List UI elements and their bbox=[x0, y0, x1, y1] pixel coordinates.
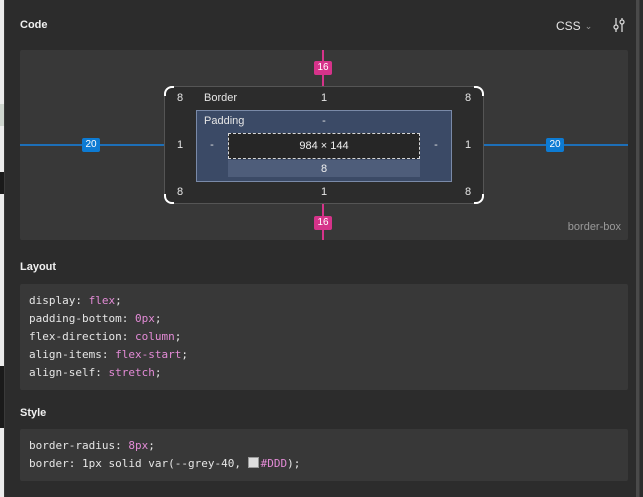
code-value: flex-start bbox=[115, 348, 182, 361]
chevron-down-icon: ⌄ bbox=[584, 20, 593, 31]
content-size: 984 × 144 bbox=[228, 133, 420, 159]
margin-top-value[interactable]: 16 bbox=[314, 61, 332, 75]
code-panel: Code CSS ⌄ 16 16 20 20 8 8 8 8 Border bbox=[4, 0, 640, 497]
style-section-title: Style bbox=[20, 407, 47, 419]
code-line: padding-bottom: 0px; bbox=[29, 312, 162, 325]
code-line: display: flex; bbox=[29, 294, 122, 307]
box-sizing-label: border-box bbox=[567, 221, 621, 233]
background-fragment bbox=[0, 104, 4, 126]
radius-top-right-value[interactable]: 8 bbox=[464, 92, 472, 104]
code-value: flex bbox=[88, 294, 116, 307]
padding-left-value[interactable]: - bbox=[210, 139, 214, 151]
code-prop: flex-direction bbox=[29, 330, 122, 343]
code-prop: display bbox=[29, 294, 76, 307]
code-prop: border-radius bbox=[29, 439, 116, 452]
code-line: border: 1px solid var(--grey-40, #DDD); bbox=[29, 457, 301, 470]
code-line: align-self: stretch; bbox=[29, 366, 162, 379]
padding-right-value[interactable]: - bbox=[434, 139, 438, 151]
code-prop: padding-bottom bbox=[29, 312, 122, 325]
radius-bottom-left-value[interactable]: 8 bbox=[176, 186, 184, 198]
code-value: stretch bbox=[108, 366, 155, 379]
sliders-icon[interactable] bbox=[610, 16, 628, 34]
radius-corner-tr bbox=[474, 86, 484, 96]
code-prop: align-items bbox=[29, 348, 102, 361]
layout-section-title: Layout bbox=[20, 261, 57, 273]
padding-top-value[interactable]: - bbox=[322, 115, 326, 127]
layout-code-block[interactable]: display: flex; padding-bottom: 0px; flex… bbox=[20, 284, 628, 390]
code-color-value: #DDD bbox=[260, 457, 288, 470]
code-line: flex-direction: column; bbox=[29, 330, 182, 343]
style-code-block[interactable]: border-radius: 8px; border: 1px solid va… bbox=[20, 429, 628, 481]
panel-scrollbar[interactable] bbox=[636, 0, 639, 497]
border-right-value[interactable]: 1 bbox=[464, 139, 472, 151]
border-left-value[interactable]: 1 bbox=[176, 139, 184, 151]
radius-corner-bl bbox=[164, 194, 174, 204]
code-line: border-radius: 8px; bbox=[29, 439, 155, 452]
code-value: 0px bbox=[134, 312, 155, 325]
radius-corner-br bbox=[474, 194, 484, 204]
border-bottom-value[interactable]: 1 bbox=[320, 186, 328, 198]
padding-bottom-value[interactable]: 8 bbox=[228, 160, 420, 177]
background-fragment bbox=[0, 366, 4, 428]
code-value-suffix: ); bbox=[287, 457, 301, 470]
radius-bottom-right-value[interactable]: 8 bbox=[464, 186, 472, 198]
radius-top-left-value[interactable]: 8 bbox=[176, 92, 184, 104]
code-line: align-items: flex-start; bbox=[29, 348, 188, 361]
code-value: 1px solid var(--grey-40, bbox=[82, 457, 248, 470]
code-value: column bbox=[134, 330, 175, 343]
code-prop: border bbox=[29, 457, 69, 470]
background-fragment bbox=[0, 172, 4, 194]
language-select[interactable]: CSS ⌄ bbox=[556, 19, 592, 33]
color-swatch bbox=[247, 457, 259, 468]
padding-label: Padding bbox=[204, 115, 245, 127]
code-prop: align-self bbox=[29, 366, 96, 379]
code-value: 8px bbox=[128, 439, 149, 452]
panel-header: Code CSS ⌄ bbox=[5, 0, 639, 50]
margin-right-value[interactable]: 20 bbox=[546, 138, 564, 152]
border-top-value[interactable]: 1 bbox=[320, 92, 328, 104]
radius-corner-tl bbox=[164, 86, 174, 96]
margin-left-value[interactable]: 20 bbox=[82, 138, 100, 152]
border-label: Border bbox=[204, 92, 238, 104]
panel-title: Code bbox=[20, 19, 48, 31]
box-model-diagram: 16 16 20 20 8 8 8 8 Border 1 1 1 1 Paddi… bbox=[20, 50, 628, 240]
margin-bottom-value[interactable]: 16 bbox=[314, 216, 332, 230]
language-select-value: CSS bbox=[556, 19, 581, 33]
background-app-strip bbox=[0, 0, 4, 497]
